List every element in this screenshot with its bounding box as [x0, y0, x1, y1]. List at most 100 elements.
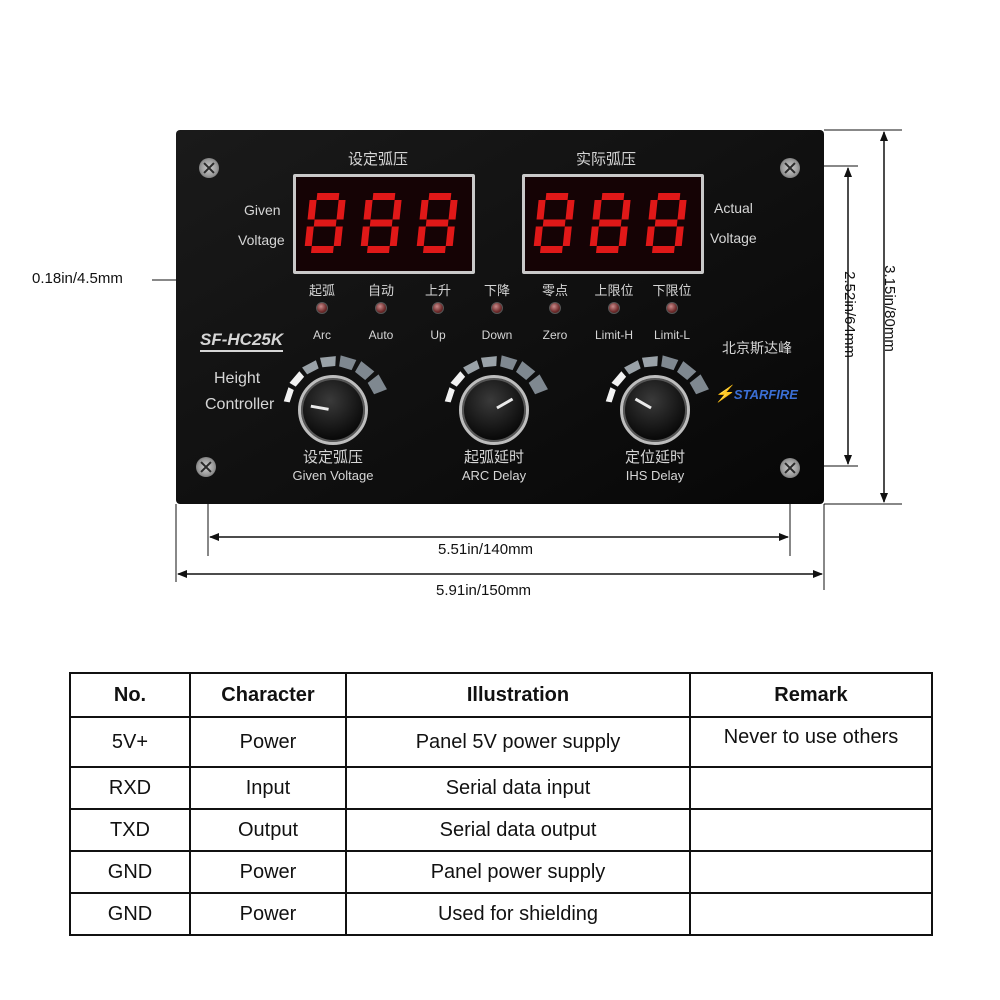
digit-segment [589, 226, 599, 246]
rotary-knob[interactable] [459, 375, 529, 445]
width-label: 5.91in/150mm [436, 582, 532, 599]
indicator-label-en: Limit-H [595, 328, 633, 342]
knob-pointer [496, 397, 514, 410]
knob-scale-segment [528, 374, 548, 395]
table-row: GND Power Used for shielding [69, 892, 933, 936]
table-row: RXD Input Serial data input [69, 766, 933, 810]
actual-voltage-display [522, 174, 704, 274]
digit-segment [598, 219, 622, 227]
cell-no: 5V+ [69, 716, 191, 768]
mount-screw-top-right [780, 158, 800, 178]
digit-segment [367, 246, 390, 253]
indicator-label-cn: 上升 [424, 284, 451, 299]
indicator-label-cn: 下降 [483, 284, 510, 299]
table-header-row: No. Character Illustration Remark [69, 672, 933, 718]
digit-segment [645, 226, 655, 246]
indicator-label-cn: 下限位 [652, 284, 692, 299]
starfire-logo-icon: ⚡ [714, 386, 734, 403]
mount-screw-top-left [199, 158, 219, 178]
digit-segment [423, 246, 446, 253]
pin-spec-table: No. Character Illustration Remark 5V+ Po… [69, 672, 933, 936]
cell-character: Power [189, 716, 347, 768]
actual-label-line1: Actual [714, 200, 753, 216]
product-name-line1: Height [214, 370, 261, 387]
digit-segment [313, 219, 337, 227]
knob-scale-segment [480, 356, 497, 368]
indicator-label-en: Zero [542, 328, 568, 342]
knob-scale-segment [319, 356, 336, 368]
knob-scale-segment [516, 361, 536, 380]
cell-illustration: Serial data output [345, 808, 691, 852]
brand-logo: ⚡STARFIRE [714, 384, 798, 404]
knob-scale-segment [355, 361, 375, 380]
digit-segment [565, 200, 575, 220]
digit-segment [336, 200, 346, 220]
indicator-led [608, 302, 620, 314]
given-label-line2: Voltage [238, 232, 285, 248]
knob-label-en: Given Voltage [292, 468, 374, 483]
digit-segment [533, 226, 543, 246]
digit-segment [316, 193, 340, 200]
digit-segment [562, 226, 572, 246]
digit-segment [392, 200, 402, 220]
table-row: TXD Output Serial data output [69, 808, 933, 852]
digit-segment [369, 219, 393, 227]
digit-segment [372, 193, 396, 200]
knob-pointer [310, 404, 329, 411]
knob-scale-segment [463, 360, 480, 375]
dimension-lines [152, 129, 902, 590]
header-illustration: Illustration [345, 672, 691, 718]
cell-no: GND [69, 850, 191, 894]
knob-scale-segment [677, 361, 697, 380]
digit-segment [657, 193, 681, 200]
given-voltage-digits [304, 193, 458, 253]
cell-no: TXD [69, 808, 191, 852]
indicator-led [491, 302, 503, 314]
brand-logo-text: STARFIRE [733, 387, 798, 402]
actual-voltage-title: 实际弧压 [576, 150, 637, 168]
header-no: No. [69, 672, 191, 718]
knob-scale-segment [605, 387, 616, 403]
given-voltage-display [293, 174, 475, 274]
cell-character: Power [189, 892, 347, 936]
indicator-led [375, 302, 387, 314]
hole-spacing-horizontal-label: 5.51in/140mm [438, 541, 534, 558]
digit-segment [540, 246, 563, 253]
indicator-label-cn: 零点 [541, 284, 568, 299]
product-name-line2: Controller [205, 396, 275, 413]
cell-remark: Never to use others [689, 716, 933, 768]
given-voltage-title: 设定弧压 [348, 150, 409, 168]
cell-character: Power [189, 850, 347, 894]
digit-segment [428, 193, 452, 200]
indicator-led [432, 302, 444, 314]
digit-segment [304, 226, 314, 246]
knob-scale-segment [289, 371, 305, 387]
knob-scale-segment [367, 374, 387, 395]
knob-scale-segment [500, 355, 518, 371]
knob-label-en: IHS Delay [625, 468, 685, 483]
actual-label-line2: Voltage [710, 230, 757, 246]
digit-segment [596, 246, 619, 253]
knob-label-cn: 设定弧压 [302, 448, 363, 466]
hole-diameter-label: 0.18in/4.5mm [32, 270, 123, 287]
cell-character: Input [189, 766, 347, 810]
rotary-knob[interactable] [620, 375, 690, 445]
header-character: Character [189, 672, 347, 718]
knob-scale-segment [339, 355, 357, 371]
knob-scale-segment [444, 387, 455, 403]
digit-segment [621, 200, 631, 220]
brand-chinese: 北京斯达峰 [722, 341, 792, 357]
cell-illustration: Serial data input [345, 766, 691, 810]
knob-label-cn: 起弧延时 [463, 448, 524, 466]
indicator-label-en: Down [481, 328, 513, 342]
mount-screw-bottom-left [196, 457, 216, 477]
digit-segment [448, 200, 458, 220]
rotary-knob[interactable] [298, 375, 368, 445]
digit-segment [445, 226, 455, 246]
digit-segment [389, 226, 399, 246]
cell-remark [689, 850, 933, 894]
model-label: SF-HC25K [200, 330, 284, 352]
knob-label-cn: 定位延时 [624, 448, 685, 466]
cell-no: GND [69, 892, 191, 936]
